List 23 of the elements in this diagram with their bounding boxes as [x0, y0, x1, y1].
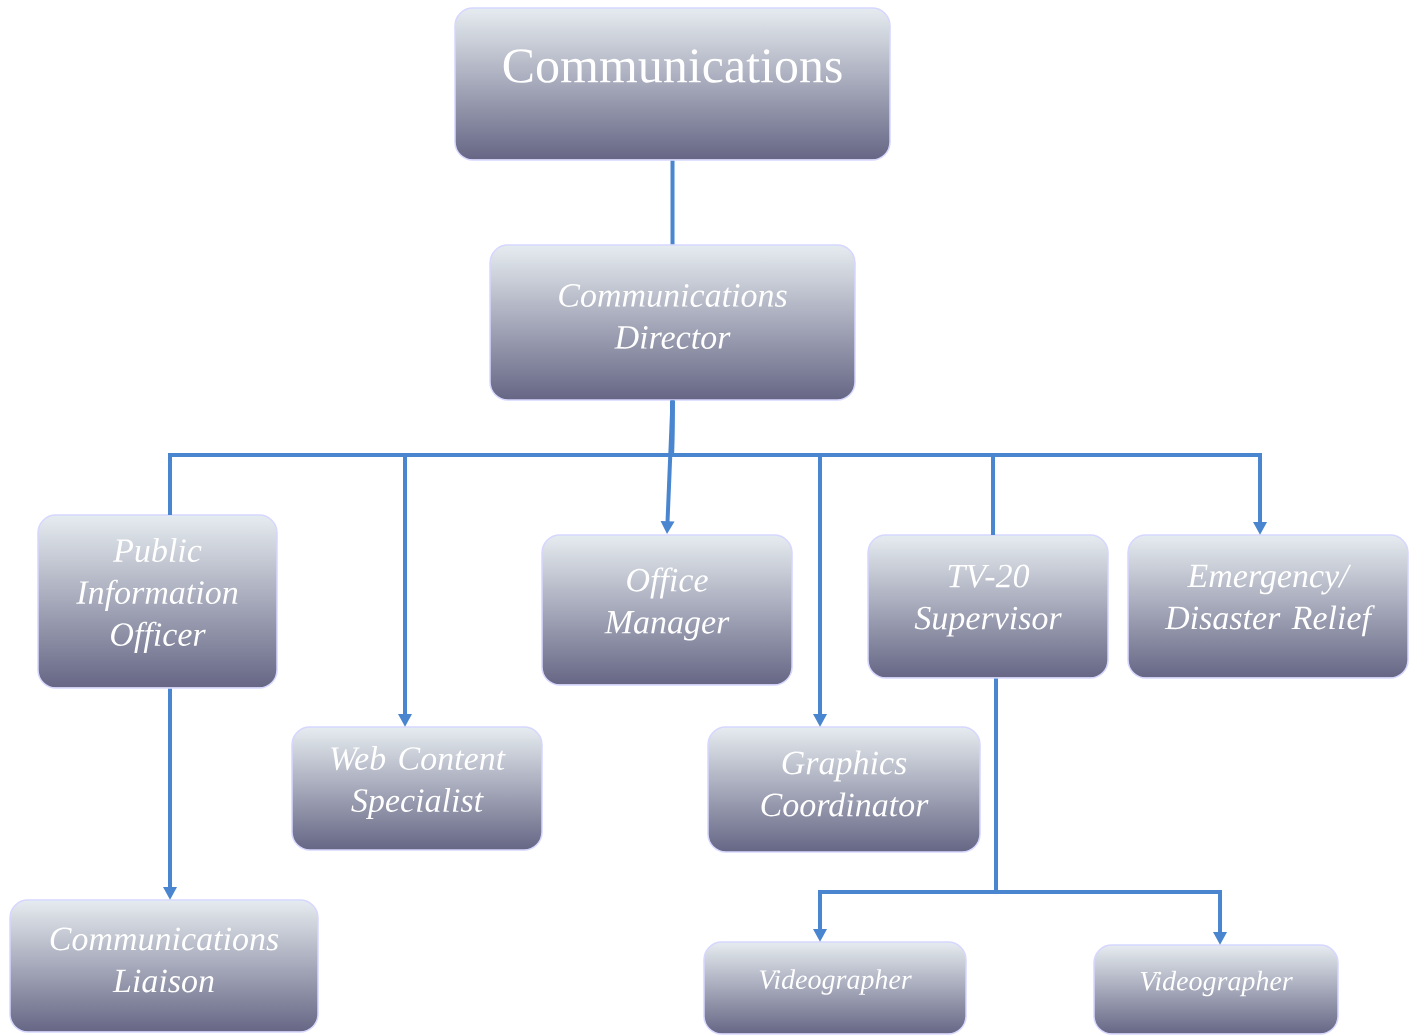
role-box — [9, 899, 319, 1033]
role-label: Videographer — [759, 969, 912, 995]
role-box — [291, 726, 543, 851]
role-label: Communications Liaison — [50, 927, 279, 993]
role-label: Emergency/ Disaster Relief — [1164, 564, 1375, 637]
role-box — [703, 941, 967, 1035]
role-label: Communications — [503, 49, 842, 83]
role-box — [37, 514, 278, 689]
role-label: Web Content Specialist — [331, 746, 506, 819]
role-label: Communications Director — [559, 284, 787, 349]
role-box — [541, 534, 793, 686]
role-box — [489, 244, 856, 401]
role-label: Public Information Officer — [76, 538, 238, 653]
connector — [670, 160, 675, 245]
role-label: TV-20 Supervisor — [914, 564, 1062, 637]
role-box — [1093, 944, 1339, 1035]
role-label: Graphics Coordinator — [761, 750, 929, 817]
title-box — [454, 7, 891, 161]
role-label: Videographer — [1140, 970, 1293, 997]
role-box — [867, 534, 1109, 679]
role-box — [1127, 534, 1409, 679]
role-box — [707, 726, 981, 853]
role-label: Office Manager — [604, 567, 730, 641]
